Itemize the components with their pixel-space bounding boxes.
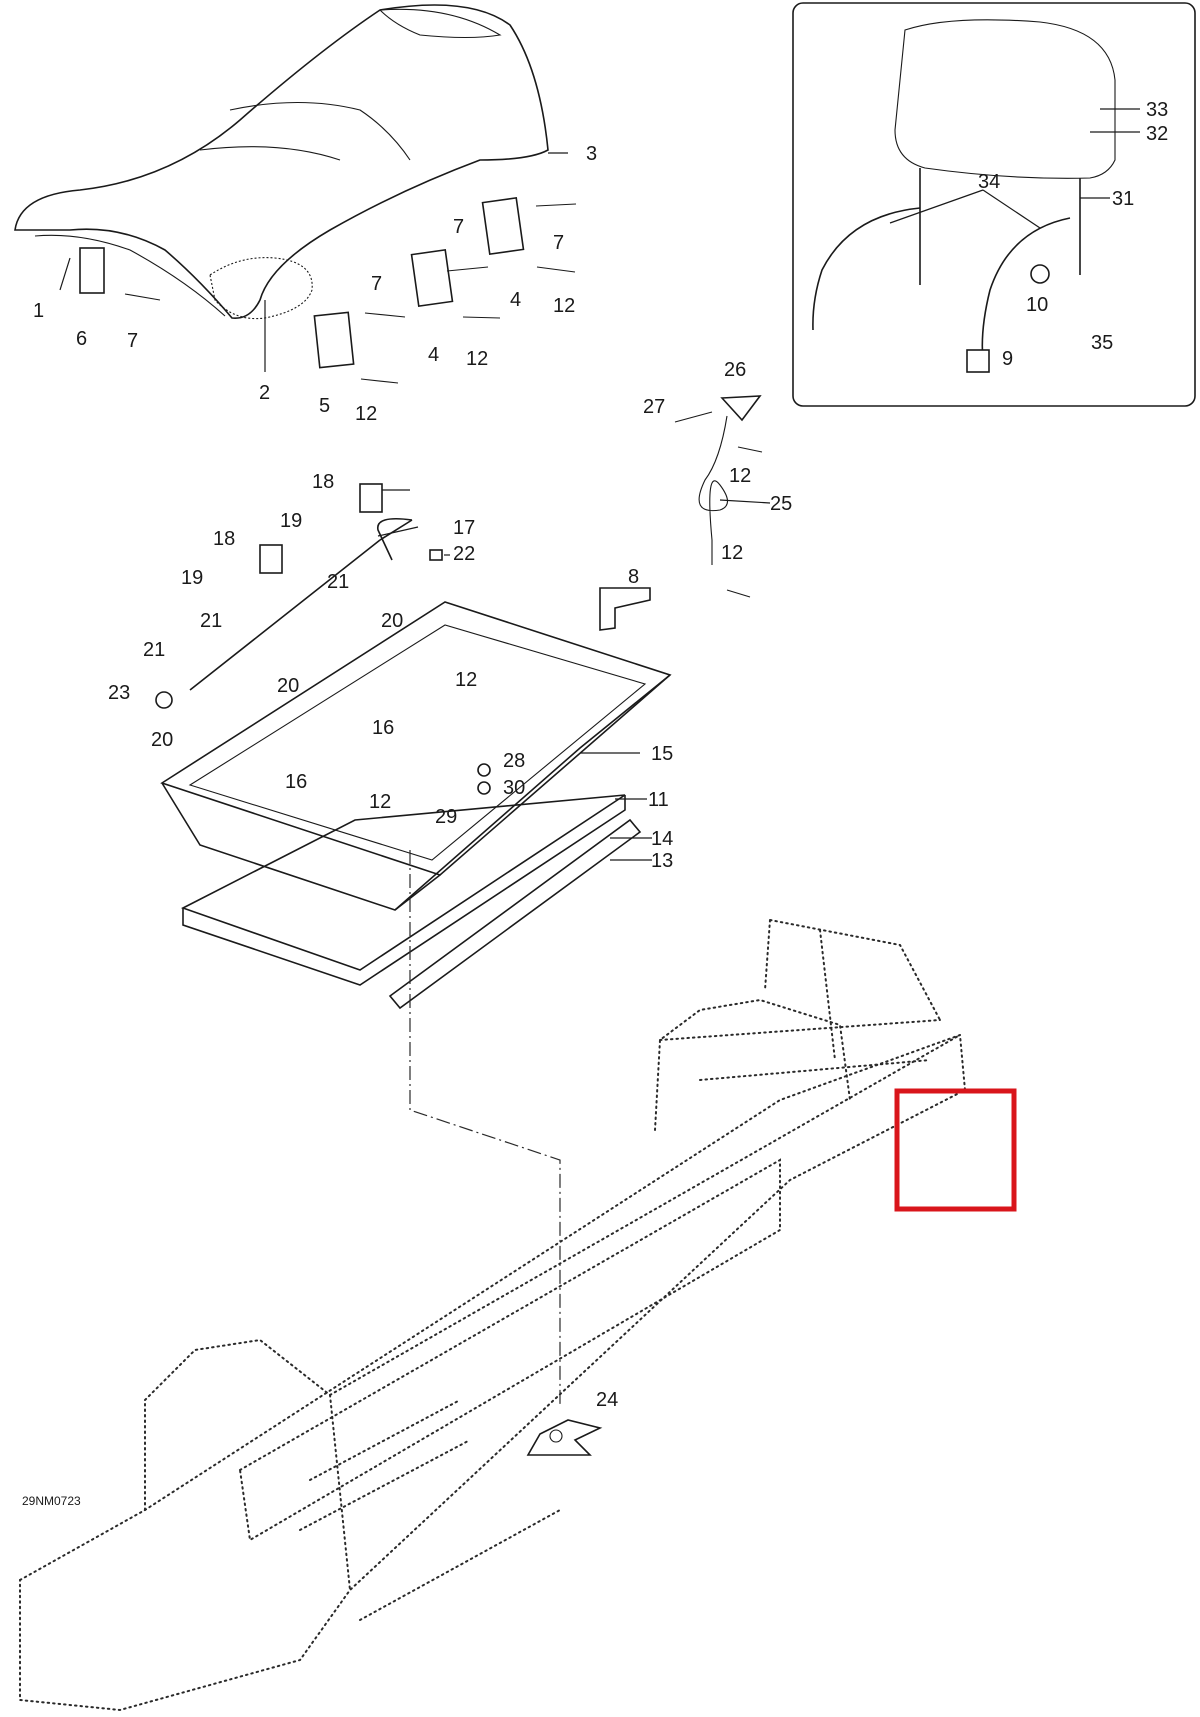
seat-assembly: [14, 4, 577, 384]
callout-21a: 21: [327, 571, 349, 593]
callout-18b: 18: [213, 528, 235, 550]
callout-8: 8: [628, 566, 639, 588]
callout-25: 25: [770, 493, 792, 515]
spacer-10: [1030, 264, 1050, 284]
callout-3: 3: [586, 143, 597, 165]
callout-14: 14: [651, 828, 673, 850]
callout-1: 1: [33, 300, 44, 322]
callout-4a: 4: [428, 344, 439, 366]
latch-18a: [359, 483, 383, 513]
callout-26: 26: [724, 359, 746, 381]
callout-21c: 21: [143, 639, 165, 661]
callout-7b: 7: [371, 273, 382, 295]
callout-7d: 7: [553, 232, 564, 254]
callout-34: 34: [978, 171, 1000, 193]
callout-17: 17: [453, 517, 475, 539]
callout-6: 6: [76, 328, 87, 350]
hinge-4b: [481, 196, 525, 256]
cap-22: [429, 549, 443, 561]
hinge-5: [313, 311, 355, 369]
bottom-panel-11: [180, 794, 626, 971]
storage-box-assembly: [155, 483, 672, 1405]
callout-12c: 12: [553, 295, 575, 317]
callout-28: 28: [503, 750, 525, 772]
callout-7c: 7: [453, 216, 464, 238]
callout-33: 33: [1146, 99, 1168, 121]
callout-20c: 20: [151, 729, 173, 751]
rail-13: [388, 818, 642, 1010]
callout-9: 9: [1002, 348, 1013, 370]
headrest-cushion: [894, 19, 1116, 179]
callout-13: 13: [651, 850, 673, 872]
backrest-posts: [919, 168, 1081, 285]
hinge-bracket-6: [79, 247, 105, 294]
callout-19b: 19: [181, 567, 203, 589]
tether-assembly: [674, 395, 771, 598]
inset-frame: [792, 2, 1196, 407]
callout-22: 22: [453, 543, 475, 565]
clip-24: [526, 1419, 603, 1456]
latch-18b: [259, 544, 283, 574]
callout-16a: 16: [372, 717, 394, 739]
callout-12g: 12: [369, 791, 391, 813]
tether-plate-26: [720, 395, 762, 422]
callout-12b: 12: [466, 348, 488, 370]
highlight-box: [894, 1088, 1017, 1212]
callout-29: 29: [435, 806, 457, 828]
callout-2: 2: [259, 382, 270, 404]
callout-12f: 12: [455, 669, 477, 691]
callout-10: 10: [1026, 294, 1048, 316]
bracket-9: [966, 349, 990, 373]
backrest-inset: [792, 2, 1196, 407]
callout-31: 31: [1112, 188, 1134, 210]
backrest-bars: [812, 207, 1071, 361]
hinge-4a: [410, 248, 454, 308]
callout-18a: 18: [312, 471, 334, 493]
callout-5: 5: [319, 395, 330, 417]
callout-12d: 12: [729, 465, 751, 487]
washer-30: [477, 763, 491, 777]
chassis-frame: [19, 919, 967, 1712]
washer-23: [155, 691, 173, 709]
callout-15: 15: [651, 743, 673, 765]
callout-19a: 19: [280, 510, 302, 532]
callout-4b: 4: [510, 289, 521, 311]
callout-12a: 12: [355, 403, 377, 425]
drawing-code: 29NM0723: [22, 1494, 81, 1508]
hex-key-8: [599, 587, 651, 631]
callout-35: 35: [1091, 332, 1113, 354]
callout-labels: 1 2 3 4 4 5 6 7 7 7 7 8 9 10 11 12 12 12…: [22, 99, 1168, 1508]
callout-30: 30: [503, 777, 525, 799]
callout-32: 32: [1146, 123, 1168, 145]
callout-27: 27: [643, 396, 665, 418]
callout-16b: 16: [285, 771, 307, 793]
callout-21b: 21: [200, 610, 222, 632]
callout-20a: 20: [381, 610, 403, 632]
washer-29: [477, 781, 491, 795]
callout-24: 24: [596, 1389, 618, 1411]
callout-11: 11: [648, 789, 669, 811]
callout-7a: 7: [127, 330, 138, 352]
callout-23: 23: [108, 682, 130, 704]
callout-12e: 12: [721, 542, 743, 564]
latch-rod-17: [189, 517, 413, 691]
callout-20b: 20: [277, 675, 299, 697]
